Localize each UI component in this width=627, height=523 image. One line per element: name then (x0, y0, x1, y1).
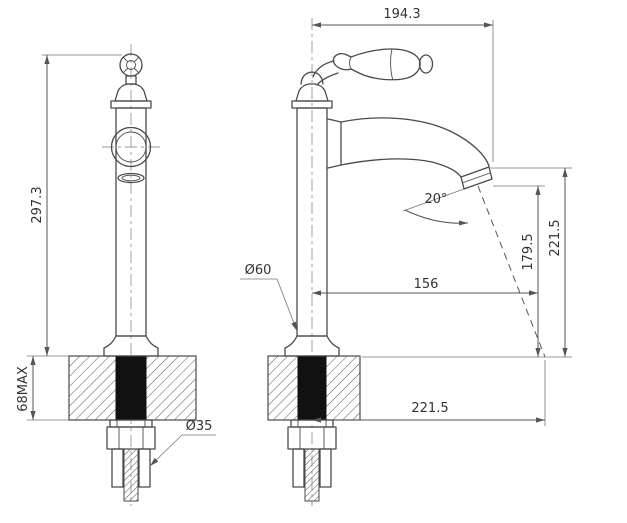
dim-stream-angle: 20° (402, 188, 469, 226)
side-aerator (460, 166, 493, 190)
spout-tip-height-label: 221.5 (548, 219, 563, 256)
dim-base-diameter: Ø60 (240, 263, 298, 332)
dim-spout-reach: 156 (312, 277, 538, 296)
dim-mount-thickness: 68MAX (16, 356, 69, 421)
front-mounting-shank (115, 356, 147, 420)
water-stream-line (477, 185, 546, 358)
base-diameter-label: Ø60 (245, 263, 272, 278)
mount-thickness-label: 68MAX (16, 366, 31, 412)
dim-top-width: 194.3 (312, 7, 494, 162)
top-width-label: 194.3 (383, 7, 420, 22)
side-mounting-hardware (287, 419, 337, 502)
front-mounting-deck (68, 355, 197, 421)
front-aerator-ellipse (117, 172, 145, 184)
side-threaded-stud (304, 448, 320, 502)
handle-end-bead (418, 54, 434, 74)
side-faucet-body (284, 83, 340, 357)
front-threaded-stud (123, 448, 139, 502)
side-mounting-deck (267, 355, 361, 421)
outlet-height-label: 179.5 (521, 233, 536, 270)
stream-angle-label: 20° (424, 192, 447, 207)
front-faucet-body (103, 83, 159, 357)
side-spout (327, 117, 546, 358)
front-spout-circle (110, 126, 152, 168)
dim-overall-height: 297.3 (27, 54, 122, 357)
dim-mount-hole-diameter: Ø35 (149, 419, 216, 467)
spout-reach-label: 156 (414, 277, 439, 292)
side-view (267, 48, 546, 502)
front-mounting-hardware (106, 419, 156, 502)
total-reach-label: 221.5 (411, 401, 448, 416)
front-view (68, 53, 197, 502)
dim-spout-tip-height: 221.5 (362, 167, 572, 358)
dim-outlet-height: 179.5 (493, 185, 545, 357)
side-mounting-shank (297, 356, 327, 420)
overall-height-label: 297.3 (30, 186, 45, 223)
dim-total-reach: 221.5 (312, 360, 546, 426)
mount-hole-diameter-label: Ø35 (186, 419, 213, 434)
side-lever-handle (300, 48, 434, 86)
